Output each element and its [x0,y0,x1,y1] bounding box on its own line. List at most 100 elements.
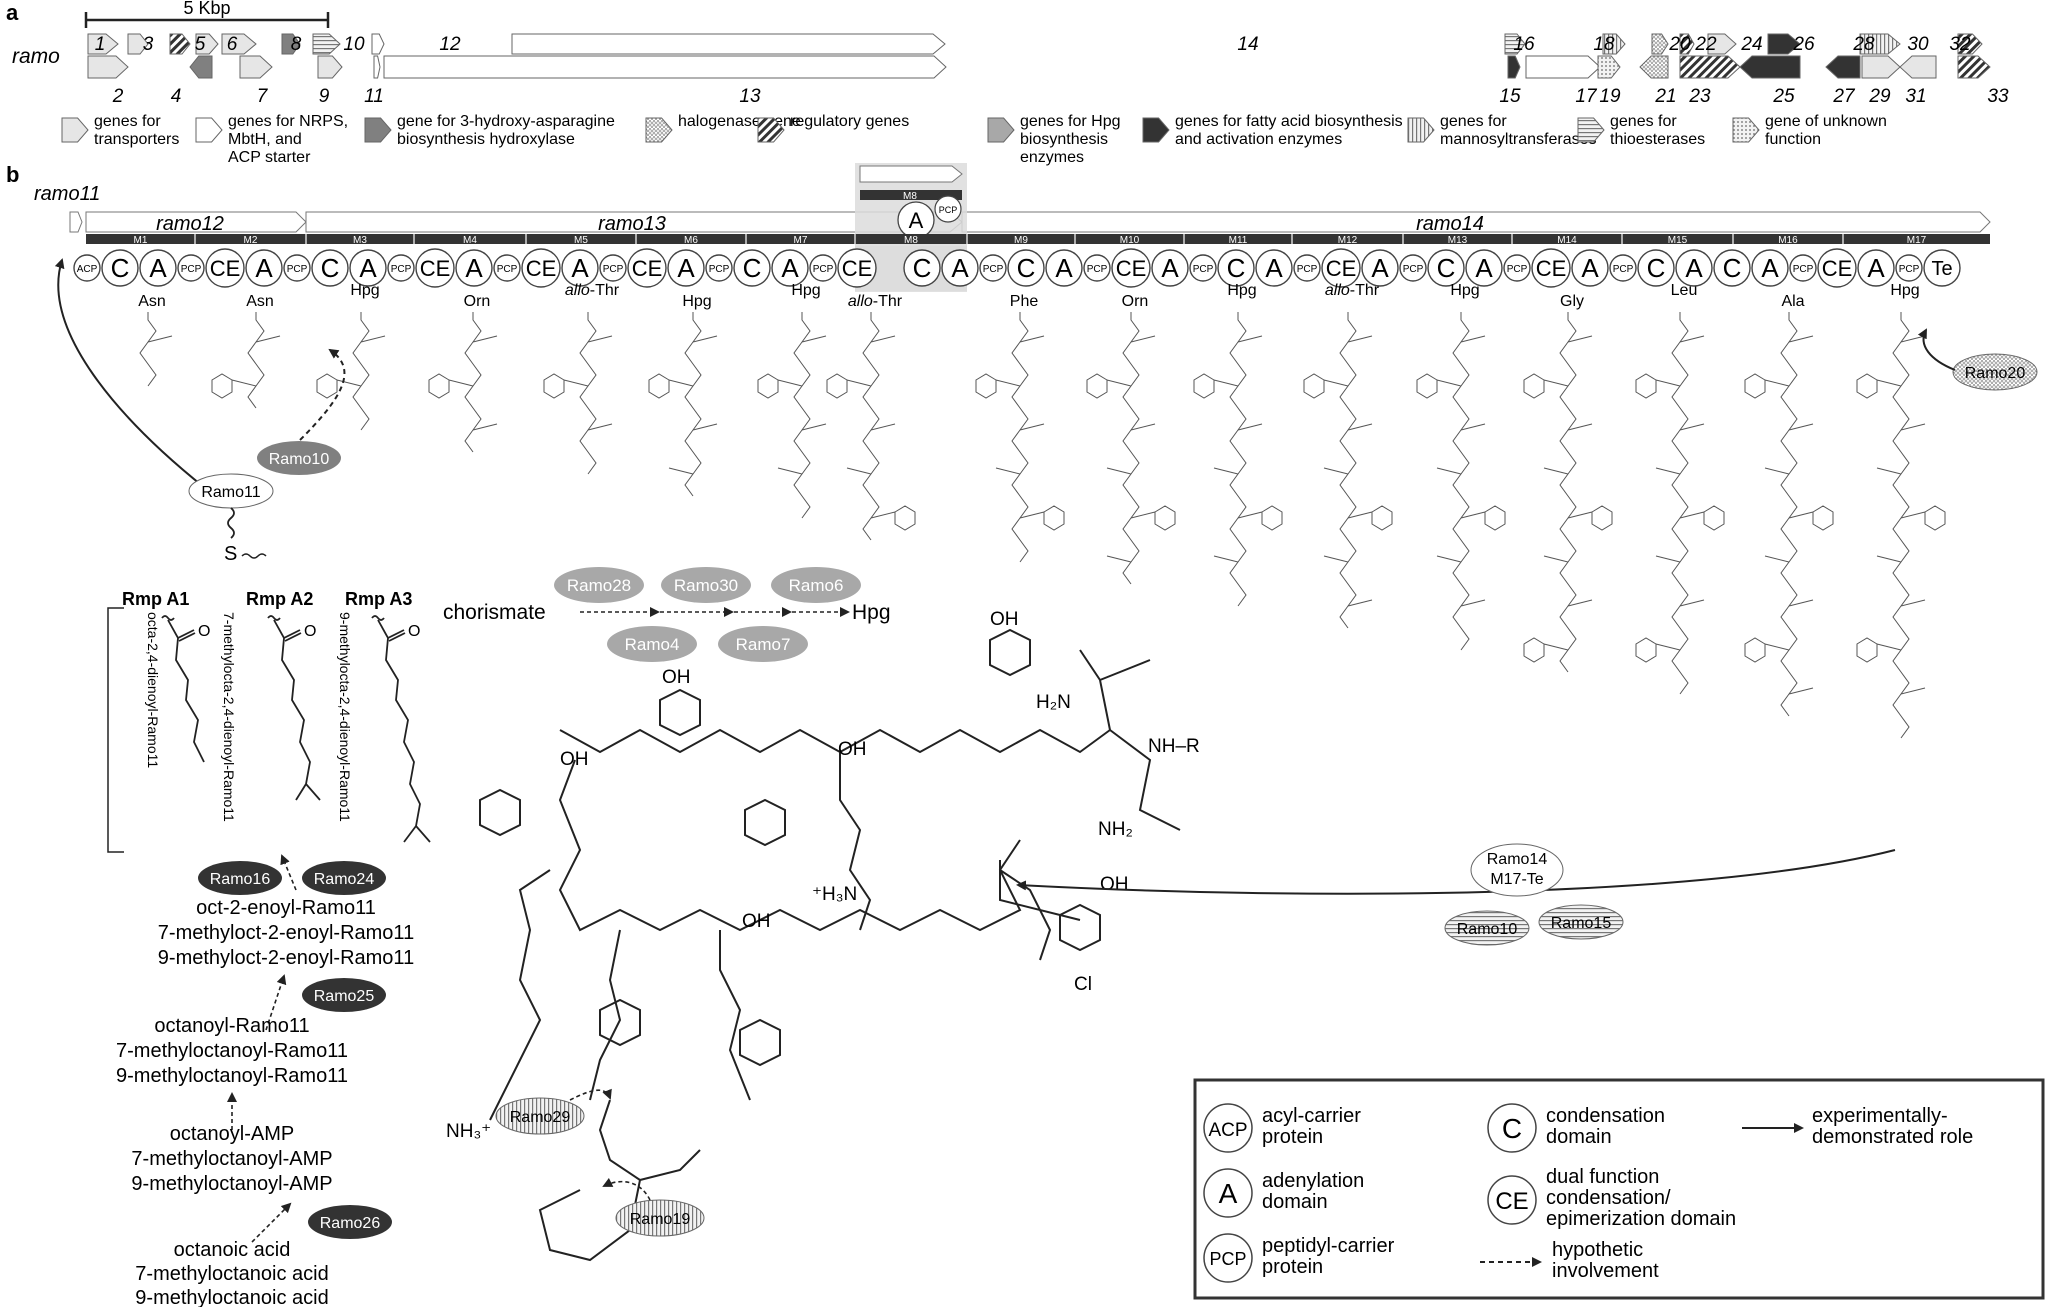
substrate-label-6: Hpg [682,293,711,310]
rmp-a3-title: Rmp A3 [345,589,412,609]
ramo11-gene-arrow [69,211,83,233]
gene-arrow-top-15 [1767,33,1801,55]
module-label-M11: M11 [1229,235,1248,246]
gene-arrow-bottom-2 [189,55,213,79]
gene-number-top-8: 14 [1237,34,1258,55]
domain-label-53: PCP [1899,264,1920,275]
legend-c-symbol [1487,1103,1537,1153]
domain-a-18 [667,249,705,287]
ramo29-enzyme [495,1097,585,1135]
domain-pcp-39 [1399,254,1427,282]
cl-label: Cl [1074,974,1092,995]
oh-label-5: OH [742,911,771,932]
domain-ce-5 [205,248,245,288]
intermediate-chain-8 [826,312,916,541]
domain-pcp-30 [1083,254,1111,282]
domain-c-20 [733,249,771,287]
domain-c-2 [101,249,139,287]
legend-acp-symbol [1203,1103,1253,1153]
domain-pcp-42 [1503,254,1531,282]
h3n-label: ⁺H₃N [812,884,857,905]
module-label-M16: M16 [1778,235,1798,246]
gene-arrow-bottom-11 [1679,55,1741,79]
intermediate-chain-2 [211,312,281,409]
starter-unit-loading: Ramo11 Ramo10 S Ramo20 [54,258,2038,565]
domain-c-40 [1427,249,1465,287]
gene-arrow-bottom-9 [1597,55,1621,79]
gene-arrow-top-16 [1859,33,1901,55]
gene-arrow-bottom-1 [87,55,129,79]
domain-label-7: PCP [287,264,308,275]
intermediate-chain-15 [1635,312,1725,695]
gene-number-top-7: 12 [439,34,461,55]
hpg-pathway: chorismate Hpg Ramo28 Ramo30 Ramo6 Ramo4… [443,567,891,662]
domain-label-52: A [1867,253,1885,283]
module-label-M10: M10 [1120,235,1140,246]
ramo29-label: Ramo29 [510,1109,571,1126]
domain-pcp-33 [1189,254,1217,282]
domain-label-49: A [1761,253,1779,283]
oh-label-6: OH [1100,874,1129,895]
substrate-label-7: Hpg [791,282,820,299]
domain-label-21: A [781,253,799,283]
ramo24-label: Ramo24 [314,871,375,888]
gene-number-bottom-15: 31 [1905,86,1926,107]
legend-pcp-sym-text: PCP [1209,1249,1246,1269]
ramo15-thioesterase [1538,904,1624,940]
ramo14-te-label-2: M17-Te [1490,871,1543,888]
ramo26-enzyme [308,1205,392,1239]
domain-c-34 [1217,249,1255,287]
domain-label-31: CE [1116,256,1147,281]
acid-line-3: 9-methyloctanoic acid [135,1287,328,1307]
domain-label-17: CE [632,256,663,281]
domain-c-46 [1637,249,1675,287]
gene-number-top-16: 30 [1907,34,1929,55]
ramo14-te-label-1: Ramo14 [1487,851,1548,868]
domain-label-42: PCP [1507,264,1528,275]
svg-text:regulatory genes: regulatory genes [790,113,909,130]
gene-arrow-bottom-16 [1957,55,1991,79]
legend-a-sym-text: A [1219,1178,1238,1209]
domain-label-8: C [321,253,340,283]
m8-pcp-label: PCP [939,205,958,215]
rmp-a3-o: O [408,623,420,640]
gene-number-bottom-5: 11 [364,86,384,107]
gene-number-top-2: 3 [143,34,154,55]
chorismate-label: chorismate [443,601,546,624]
domain-a-9 [349,249,387,287]
ramo6-enzyme [771,567,861,603]
module-label-M12: M12 [1338,235,1358,246]
gene-arrow-bottom-14 [1861,55,1901,79]
gene-number-top-11: 20 [1668,34,1691,55]
domain-ce-11 [415,248,455,288]
domain-label-45: PCP [1613,264,1634,275]
intermediate-chain-17 [1856,312,1946,739]
nrps-gene-bars: ramo12 ramo13 ramo14 [69,211,1991,235]
gene-arrow-bottom-13 [1825,55,1861,79]
rmp-a1-name: octa-2,4-dienoyl-Ramo11 [145,612,161,768]
ramo30-enzyme [661,567,751,603]
module-label-M8: M8 [904,235,918,246]
acid-line-2: 7-methyloctanoic acid [135,1263,328,1285]
domain-a-49 [1751,249,1789,287]
ramo26-label: Ramo26 [320,1215,381,1232]
domain-label-50: PCP [1793,264,1814,275]
scale-bar: 5 Kbp [84,0,330,28]
rmp-a2-name: 7-methylocta-2,4-dienoyl-Ramo11 [221,612,237,822]
ramo4-enzyme [607,626,697,662]
ramo19-label: Ramo19 [630,1211,691,1228]
domain-label-22: PCP [813,264,834,275]
domain-label-51: CE [1822,256,1853,281]
glycosylation: Ramo29 Ramo19 [495,1088,705,1237]
domain-label-32: A [1161,253,1179,283]
